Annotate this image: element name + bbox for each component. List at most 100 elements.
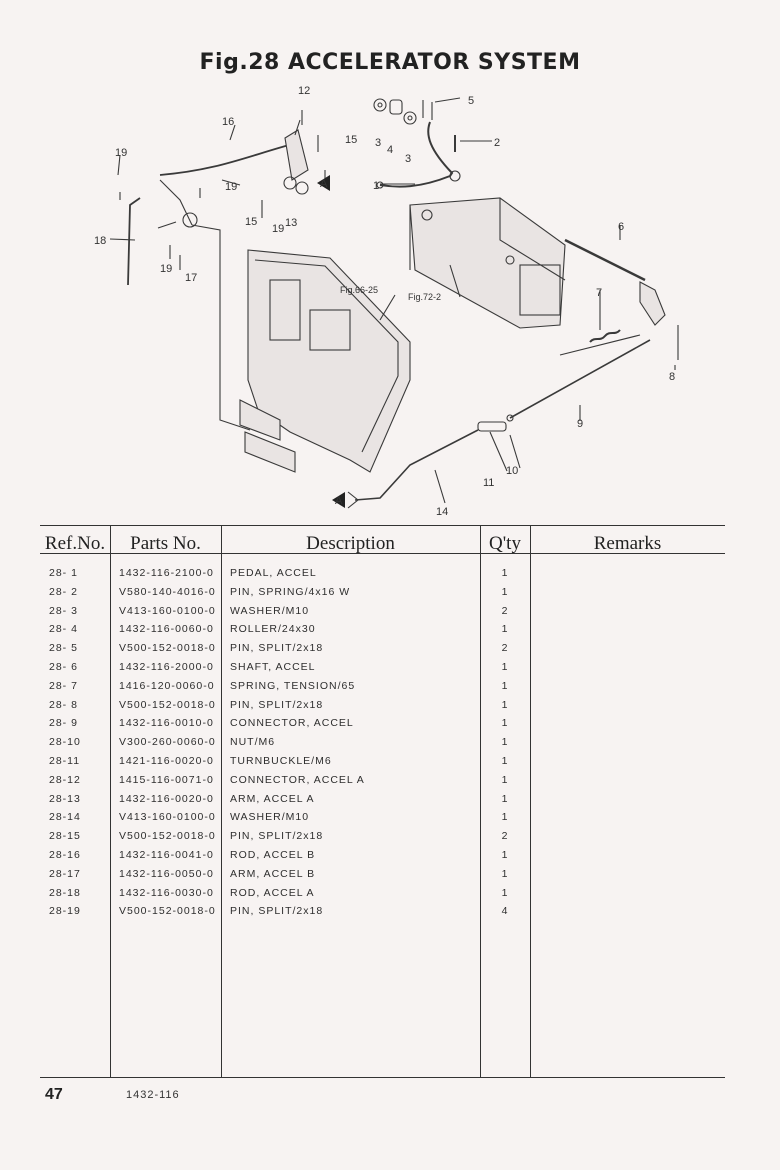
table-row: 28-19 V500-152-0018-0 PIN, SPLIT/2x18 4: [40, 903, 725, 922]
description-cell: WASHER/M10: [230, 811, 310, 824]
header-qty: Q'ty: [489, 533, 521, 554]
ref-no-cell: 28- 5: [49, 642, 78, 655]
description-cell: ARM, ACCEL A: [230, 792, 315, 805]
qty-cell: 1: [501, 886, 509, 899]
callout-18: 18: [94, 235, 106, 247]
header-ref-no: Ref.No.: [44, 533, 106, 554]
marker-a-upper: A: [317, 175, 330, 191]
ref-no-cell: 28- 8: [49, 698, 78, 711]
qty-cell: 1: [501, 848, 509, 861]
callout-8: 8: [669, 371, 675, 383]
table-bottom-rule: [40, 1077, 725, 1078]
table-header-rule: [40, 553, 725, 554]
parts-no-cell: 1432-116-0041-0: [119, 848, 214, 861]
ref-no-cell: 28-15: [49, 830, 81, 843]
callout-3b: 3: [405, 153, 411, 165]
qty-cell: 4: [501, 905, 509, 918]
parts-no-cell: 1432-116-0060-0: [119, 623, 214, 636]
callout-6: 6: [618, 221, 624, 233]
col-divider: [110, 525, 111, 1078]
description-cell: ROD, ACCEL A: [230, 886, 315, 899]
callout-3a: 3: [375, 137, 381, 149]
callout-19b: 19: [225, 181, 237, 193]
qty-cell: 1: [501, 585, 509, 598]
parts-no-cell: V413-160-0100-0: [119, 811, 216, 824]
qty-cell: 1: [501, 567, 509, 579]
ref-no-cell: 28- 2: [49, 585, 78, 598]
callout-4: 4: [387, 144, 393, 156]
qty-cell: 1: [501, 773, 509, 786]
qty-cell: 1: [501, 660, 509, 673]
description-cell: PIN, SPLIT/2x18: [230, 698, 324, 711]
col-divider: [480, 525, 481, 1078]
page-title: Fig.28 ACCELERATOR SYSTEM: [199, 50, 581, 75]
callout-2: 2: [494, 137, 500, 149]
parts-no-cell: 1432-116-0050-0: [119, 867, 214, 880]
parts-no-cell: V500-152-0018-0: [119, 698, 216, 711]
description-cell: WASHER/M10: [230, 604, 310, 617]
ref-no-cell: 28-13: [49, 792, 81, 805]
parts-no-cell: 1421-116-0020-0: [119, 754, 214, 767]
description-cell: NUT/M6: [230, 736, 276, 749]
ref-no-cell: 28-14: [49, 811, 81, 824]
callout-11: 11: [483, 477, 494, 489]
qty-cell: 1: [501, 754, 509, 767]
exploded-parts-diagram: 12 16 19 15 19 15 19 13 18 19 17 3 4 3 5…: [80, 80, 720, 520]
parts-no-cell: 1415-116-0071-0: [119, 773, 214, 786]
ref-no-cell: 28-19: [49, 905, 81, 918]
parts-no-cell: 1432-116-0020-0: [119, 792, 214, 805]
qty-cell: 1: [501, 679, 509, 692]
description-cell: ARM, ACCEL B: [230, 867, 316, 880]
parts-no-cell: V500-152-0018-0: [119, 905, 216, 918]
ref-no-cell: 28- 3: [49, 604, 78, 617]
parts-no-cell: V500-152-0018-0: [119, 642, 216, 655]
table-row: 28- 8 V500-152-0018-0 PIN, SPLIT/2x18 1: [40, 697, 725, 716]
description-cell: SPRING, TENSION/65: [230, 679, 356, 692]
callout-12: 14: [436, 506, 448, 518]
header-remarks: Remarks: [593, 533, 662, 554]
description-cell: PIN, SPRING/4x16 W: [230, 585, 351, 598]
parts-no-cell: 1432-116-0010-0: [119, 717, 214, 730]
support-bracket-drawing: [239, 249, 411, 473]
callout-15a: 15: [345, 134, 357, 146]
svg-text:A: A: [320, 178, 328, 190]
qty-cell: 1: [501, 717, 509, 730]
description-cell: PIN, SPLIT/2x18: [230, 642, 324, 655]
qty-cell: 2: [501, 830, 509, 843]
qty-cell: 1: [501, 698, 509, 711]
parts-no-cell: 1416-120-0060-0: [119, 679, 215, 692]
ref-no-cell: 28- 1: [49, 567, 78, 579]
fig-ref-72-2: Fig.72-2: [408, 292, 441, 302]
description-cell: CONNECTOR, ACCEL: [230, 717, 354, 730]
description-cell: PEDAL, ACCEL: [230, 567, 317, 579]
col-divider: [221, 525, 222, 1078]
header-description: Description: [306, 533, 395, 554]
description-cell: PIN, SPLIT/2x18: [230, 905, 324, 918]
parts-no-cell: V413-160-0100-0: [119, 604, 216, 617]
callout-15b: 15: [245, 216, 257, 228]
marker-a-lower: A: [332, 492, 345, 508]
callout-5: 5: [468, 95, 474, 107]
ref-no-cell: 28-10: [49, 736, 81, 749]
table-row: 28-14 V413-160-0100-0 WASHER/M10 1: [40, 809, 725, 828]
page-number: 47: [45, 1086, 63, 1103]
table-top-rule: [40, 525, 725, 526]
qty-cell: 1: [501, 867, 509, 880]
ref-no-cell: 28- 7: [49, 679, 78, 692]
parts-no-cell: 1432-116-2100-0: [119, 567, 214, 579]
qty-cell: 1: [501, 811, 509, 824]
description-cell: CONNECTOR, ACCEL A: [230, 773, 365, 786]
callout-19d: 19: [160, 263, 172, 275]
table-row: 28- 7 1416-120-0060-0 SPRING, TENSION/65 1: [40, 678, 725, 697]
